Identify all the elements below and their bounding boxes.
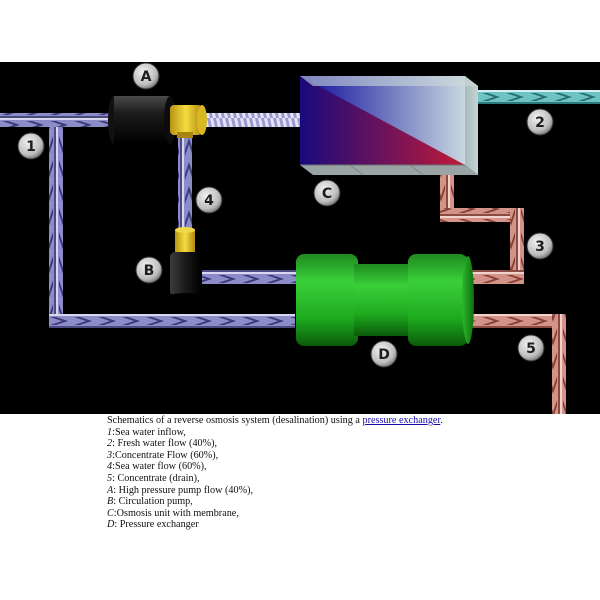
- caption-intro: Schematics of a reverse osmosis system (…: [107, 415, 443, 426]
- caption-item: 4:Sea water flow (60%),: [107, 461, 207, 473]
- caption-item: 5: Concentrate (drain),: [107, 472, 200, 484]
- caption: Schematics of a reverse osmosis system (…: [107, 415, 587, 531]
- badge-a: A: [132, 62, 160, 90]
- svg-text:C: C: [322, 186, 332, 202]
- high-pressure-coil-pipe: [202, 113, 300, 127]
- high-pressure-pump-a: [108, 96, 207, 144]
- ro-schematic-diagram: A 1 2 C 4 3 B 5 D: [0, 62, 600, 414]
- svg-text:4: 4: [204, 193, 214, 209]
- svg-text:2: 2: [535, 115, 545, 131]
- caption-item: D: Pressure exchanger: [107, 519, 199, 531]
- badge-4: 4: [195, 186, 223, 214]
- sea-water-inflow-pipe: [0, 113, 112, 127]
- drain-pipe-vertical: [552, 314, 566, 414]
- circulation-pump-b: [170, 227, 201, 299]
- concentrate-pipe-return: [466, 270, 524, 284]
- svg-text:B: B: [144, 263, 155, 279]
- badge-d: D: [370, 340, 398, 368]
- caption-item: C:Osmosis unit with membrane,: [107, 507, 239, 519]
- svg-text:3: 3: [535, 239, 545, 255]
- badge-b: B: [135, 256, 163, 284]
- sea-water-to-exchanger-pipe: [49, 314, 295, 328]
- svg-text:5: 5: [526, 341, 536, 357]
- concentrate-pipe-across: [440, 208, 524, 222]
- osmosis-unit-c: [300, 76, 478, 176]
- badge-3: 3: [526, 232, 554, 260]
- concentrate-pipe-vertical: [510, 208, 524, 280]
- badge-1: 1: [17, 132, 45, 160]
- concentrate-pipe-down: [440, 167, 454, 217]
- svg-text:D: D: [378, 347, 390, 363]
- pressure-exchanger-d: [296, 254, 474, 346]
- fresh-water-pipe: [468, 90, 600, 104]
- badge-c: C: [313, 179, 341, 207]
- drain-pipe-horizontal: [466, 314, 566, 328]
- circulation-to-exchanger-pipe: [202, 270, 297, 284]
- sea-water-flow-pipe-4: [178, 134, 192, 230]
- sea-water-branch-pipe: [49, 127, 63, 327]
- caption-item: A: High pressure pump flow (40%),: [107, 484, 254, 496]
- badge-5: 5: [517, 334, 545, 362]
- caption-item: B: Circulation pump,: [107, 496, 193, 508]
- pressure-exchanger-link[interactable]: pressure exchanger: [362, 415, 441, 426]
- svg-text:A: A: [141, 69, 152, 85]
- badge-2: 2: [526, 108, 554, 136]
- caption-item: 2: Fresh water flow (40%),: [107, 438, 218, 450]
- svg-text:1: 1: [26, 139, 36, 155]
- caption-item: 3:Concentrate Flow (60%),: [107, 449, 219, 461]
- caption-item: 1:Sea water inflow,: [107, 426, 186, 438]
